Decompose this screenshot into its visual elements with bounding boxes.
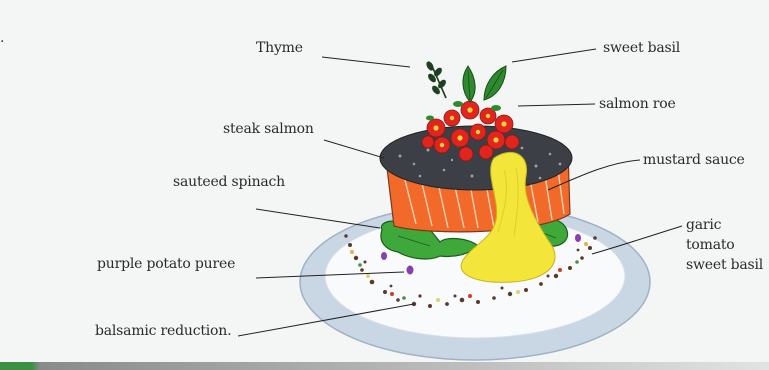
label-garnish-line2: tomato <box>686 235 763 255</box>
basil-leaf-illustration <box>463 66 506 102</box>
label-garnish: garic tomato sweet basil <box>686 215 763 275</box>
label-balsamic-reduction: balsamic reduction. <box>95 323 231 340</box>
leader-line-salmon-roe <box>518 104 595 106</box>
label-steak-salmon: steak salmon <box>223 121 314 138</box>
label-purple-potato-puree: purple potato puree <box>97 256 235 273</box>
bottom-toolbar-strip <box>0 362 769 370</box>
thyme-sprig-illustration <box>425 60 448 98</box>
leader-line-sweet-basil <box>512 49 596 62</box>
label-garnish-line3: sweet basil <box>686 255 763 275</box>
label-sweet-basil: sweet basil <box>603 40 680 57</box>
label-sauteed-spinach: sauteed spinach <box>173 174 285 191</box>
label-mustard-sauce: mustard sauce <box>643 152 745 169</box>
label-garnish-line1: garic <box>686 215 763 235</box>
leader-line-thyme <box>322 57 410 67</box>
leader-line-steak-salmon <box>324 140 384 158</box>
label-salmon-roe: salmon roe <box>599 96 676 113</box>
leader-line-sauteed-spinach <box>256 209 380 228</box>
label-thyme: Thyme <box>256 40 303 57</box>
